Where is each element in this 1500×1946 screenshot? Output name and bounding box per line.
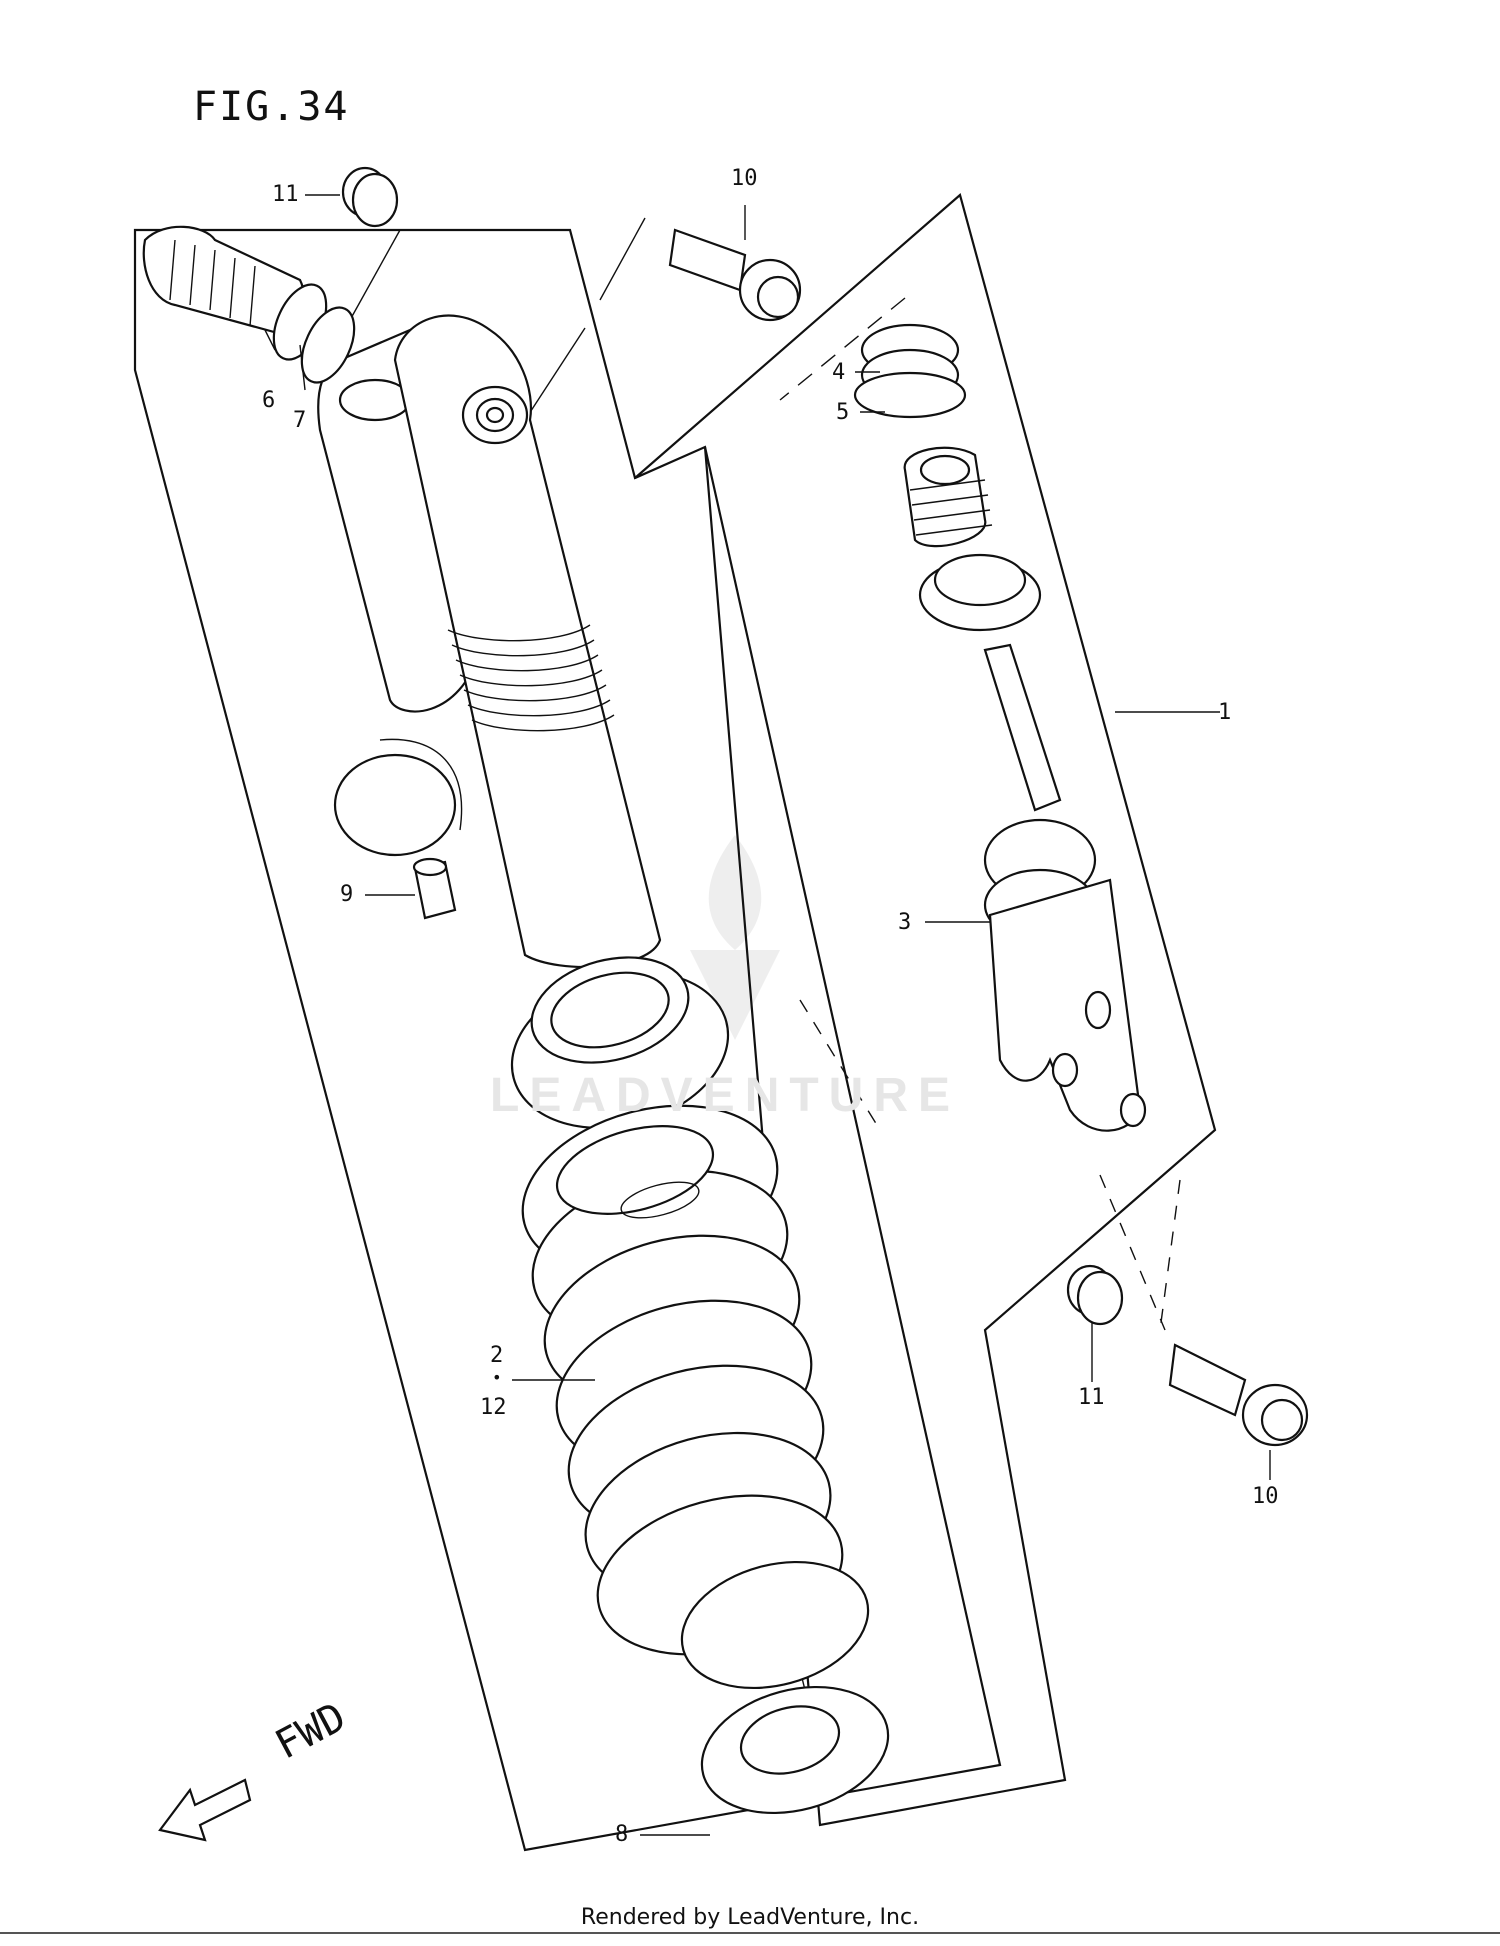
circlip-ring [333, 753, 457, 857]
figure-title: FIG.34 [193, 84, 350, 130]
shock-threads [447, 624, 615, 732]
callout-11-upper: 11 [272, 182, 299, 207]
callout-8: 8 [615, 1822, 629, 1847]
watermark-text: LEADVENTURE [490, 1069, 961, 1122]
callout-10-upper: 10 [731, 166, 758, 191]
footer-divider [0, 1932, 1500, 1934]
spring-seat [680, 1560, 890, 1815]
collar-nut-lower [1066, 1264, 1124, 1326]
callout-3: 3 [898, 910, 912, 935]
callout-7: 7 [293, 408, 307, 433]
forward-arrow-icon [158, 1778, 252, 1842]
callout-11-lower: 11 [1078, 1385, 1105, 1410]
lock-nut [510, 956, 730, 1129]
collar-nut-upper [341, 166, 399, 228]
air-valve-cap [412, 857, 457, 920]
callout-leaders [264, 194, 1271, 1836]
seal-rings [853, 323, 967, 419]
callout-2: 2 [490, 1343, 504, 1368]
shock-rod-assembly [903, 446, 1147, 1132]
callout-9: 9 [340, 882, 354, 907]
callout-10-lower: 10 [1252, 1484, 1279, 1509]
bolt-lower [1168, 1343, 1309, 1447]
left-assembly-outline [133, 228, 1002, 1852]
footer-credit: Rendered by LeadVenture, Inc. [580, 1905, 920, 1930]
bolt-upper [668, 228, 802, 322]
callout-6: 6 [262, 388, 276, 413]
coil-spring [521, 1104, 844, 1656]
right-assembly-outline [634, 193, 1217, 1827]
shock-body [393, 314, 662, 969]
reservoir-cap [142, 225, 356, 384]
watermark-logo-icon [690, 835, 780, 1040]
callout-12: 12 [480, 1395, 507, 1420]
callout-4: 4 [832, 360, 846, 385]
callout-5: 5 [836, 400, 850, 425]
callout-separator-dot: • [492, 1368, 502, 1387]
callout-1: 1 [1218, 700, 1232, 725]
